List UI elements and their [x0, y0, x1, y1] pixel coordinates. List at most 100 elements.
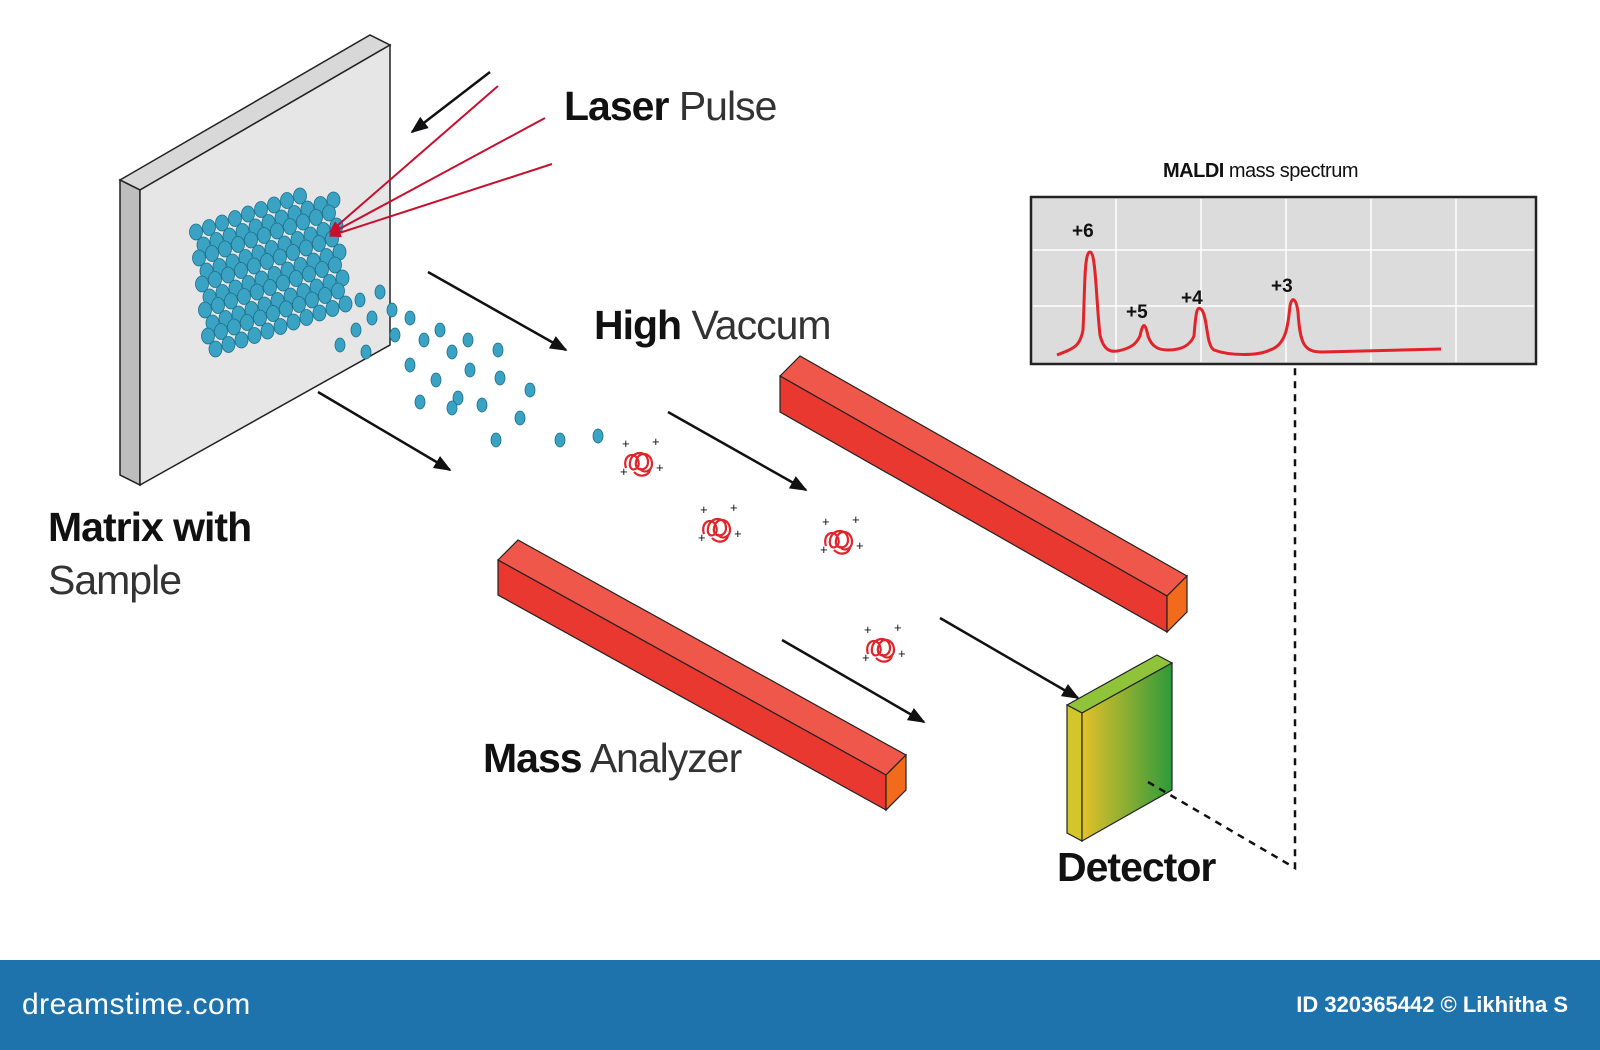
particle	[494, 370, 506, 386]
particle	[430, 372, 442, 388]
particle	[257, 227, 271, 244]
particle	[221, 336, 236, 353]
particle	[446, 400, 458, 416]
particle	[231, 236, 245, 253]
particle	[452, 390, 464, 406]
particle	[211, 297, 225, 314]
particle	[244, 231, 258, 249]
particle	[446, 344, 458, 360]
particle	[270, 222, 284, 240]
mass-spectrum: +6 +5 +4 +3	[1029, 195, 1538, 366]
particle	[414, 394, 426, 410]
particle	[418, 332, 430, 348]
detector-connector	[1147, 365, 1297, 871]
brand-logo: dreamstime.com	[22, 988, 251, 1021]
particle	[334, 337, 346, 353]
svg-text:+: +	[620, 464, 628, 479]
particle	[273, 318, 288, 335]
spectrum-title: MALDI mass spectrum	[1163, 160, 1358, 182]
particle	[286, 313, 301, 331]
particle	[260, 253, 274, 270]
svg-text:+: +	[730, 500, 738, 515]
footer-bar: dreamstime.com ID 320365442 © Likhitha S	[0, 960, 1600, 1050]
particle	[198, 301, 212, 319]
particle	[305, 291, 319, 309]
particle	[464, 362, 476, 378]
particle	[322, 204, 336, 222]
particle	[302, 265, 316, 283]
particle	[234, 331, 249, 349]
particle	[554, 432, 566, 448]
svg-text:+: +	[820, 542, 828, 557]
particle	[404, 310, 416, 326]
particle	[338, 295, 353, 313]
particle	[315, 261, 329, 278]
particle	[218, 240, 232, 258]
particle	[253, 309, 267, 327]
svg-text:+: +	[700, 502, 708, 517]
analyzer-bar-upper	[779, 355, 1188, 634]
particle	[524, 382, 536, 398]
svg-text:+: +	[652, 434, 660, 449]
particle	[592, 428, 604, 444]
particle	[215, 214, 229, 232]
spectrum-trace	[1056, 250, 1442, 357]
particle	[350, 322, 362, 338]
svg-text:+: +	[894, 620, 902, 635]
particle	[224, 292, 238, 310]
image-id-credit: ID 320365442 © Likhitha S	[1296, 992, 1568, 1017]
particle	[389, 327, 401, 343]
particle	[234, 262, 248, 279]
ions: ++++++++++++++++	[620, 434, 906, 665]
flow-arrows	[317, 270, 1080, 724]
laser-pulse-label: Laser Pulse	[564, 83, 777, 129]
svg-text:+: +	[822, 514, 830, 529]
particle	[189, 223, 203, 241]
particle	[292, 296, 306, 313]
particle	[267, 196, 281, 214]
particle	[237, 288, 251, 305]
particle	[201, 327, 215, 345]
svg-text:+: +	[698, 530, 706, 545]
svg-text:+: +	[898, 646, 906, 661]
particle	[386, 302, 398, 318]
particle	[202, 219, 216, 236]
particle	[293, 187, 307, 205]
analyzer-bar-lower	[497, 539, 907, 812]
particle	[492, 342, 504, 358]
mass-analyzer-label: Mass Analyzer	[483, 735, 742, 781]
particle	[309, 209, 323, 226]
particle	[214, 323, 228, 340]
particle	[283, 218, 297, 235]
peak-label-4: +4	[1181, 288, 1203, 309]
particle	[331, 282, 345, 300]
particle	[195, 275, 209, 293]
particle	[263, 279, 277, 296]
particle	[476, 397, 488, 413]
ion: ++++	[862, 620, 906, 665]
peak-label-5: +5	[1126, 302, 1148, 323]
svg-text:+: +	[852, 512, 860, 527]
ion: ++++	[820, 512, 864, 557]
particle	[276, 274, 290, 292]
particle	[279, 300, 293, 318]
particle	[254, 201, 268, 218]
particle	[260, 322, 275, 340]
peak-label-6: +6	[1072, 221, 1094, 242]
peak-label-3: +3	[1271, 276, 1293, 297]
particle	[299, 239, 313, 257]
svg-text:+: +	[622, 436, 630, 451]
particle	[280, 192, 294, 209]
particle	[241, 205, 255, 223]
particle	[247, 327, 262, 344]
particle	[434, 322, 446, 338]
particle	[228, 210, 242, 227]
particle	[366, 310, 378, 326]
particle	[289, 270, 303, 287]
particle	[266, 305, 280, 322]
particle	[514, 410, 526, 426]
particle	[286, 244, 300, 261]
detector-label: Detector	[1057, 844, 1216, 890]
svg-text:+: +	[864, 622, 872, 637]
